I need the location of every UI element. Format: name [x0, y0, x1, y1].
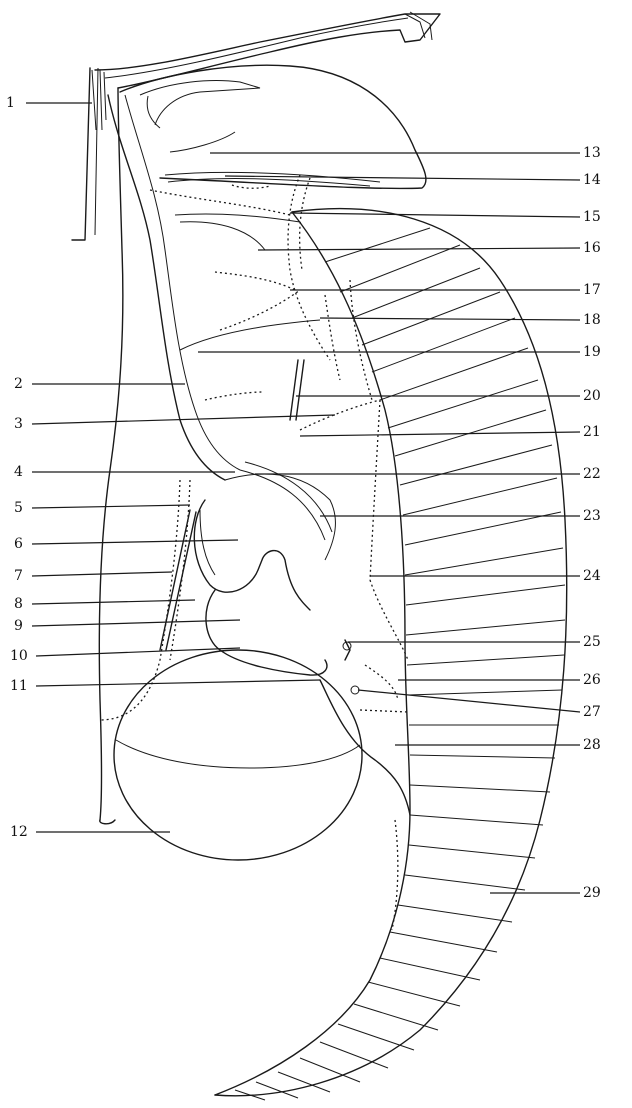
label-21: 21: [300, 424, 601, 440]
stalk-left: [72, 68, 90, 240]
label-text-5: 5: [14, 500, 23, 516]
label-2: 2: [14, 376, 185, 392]
label-text-28: 28: [583, 737, 601, 753]
label-text-1: 1: [6, 95, 15, 111]
label-text-17: 17: [583, 282, 601, 298]
label-text-19: 19: [583, 344, 601, 360]
label-3: 3: [14, 415, 335, 432]
label-text-3: 3: [14, 416, 23, 432]
label-16: 16: [258, 240, 601, 256]
labels-right: 13 14 15 16 17 18 19 20: [198, 145, 601, 901]
label-text-29: 29: [583, 885, 601, 901]
label-27: 27: [358, 690, 601, 720]
organ-upper: [194, 500, 310, 610]
label-text-14: 14: [583, 172, 601, 188]
label-text-23: 23: [583, 508, 601, 524]
label-7: 7: [14, 568, 172, 584]
label-text-24: 24: [583, 568, 601, 584]
label-5: 5: [14, 500, 190, 516]
label-12: 12: [10, 824, 170, 840]
label-text-20: 20: [583, 388, 601, 404]
label-text-11: 11: [10, 678, 28, 694]
dorsal-appendage: [95, 14, 440, 88]
label-28: 28: [395, 737, 601, 753]
label-13: 13: [210, 145, 601, 161]
central-stem: [108, 95, 225, 480]
left-body-wall: [99, 88, 123, 820]
labels-left: 1 2 3 4 5 6 7 8: [6, 95, 335, 840]
body-outlines: [72, 12, 567, 1100]
label-17: 17: [290, 282, 601, 298]
label-text-10: 10: [10, 648, 28, 664]
label-text-2: 2: [14, 376, 23, 392]
label-19: 19: [198, 344, 601, 360]
label-text-13: 13: [583, 145, 601, 161]
label-text-4: 4: [14, 464, 23, 480]
label-15: 15: [290, 209, 601, 225]
label-4: 4: [14, 464, 235, 480]
abdomen-outer: [215, 209, 567, 1096]
carapace: [120, 65, 426, 188]
label-text-16: 16: [583, 240, 601, 256]
label-text-15: 15: [583, 209, 601, 225]
label-1: 1: [6, 95, 92, 111]
label-text-25: 25: [583, 634, 601, 650]
label-text-26: 26: [583, 672, 601, 688]
label-20: 20: [296, 388, 601, 404]
label-11: 11: [10, 678, 320, 694]
label-text-21: 21: [583, 424, 601, 440]
label-text-27: 27: [583, 704, 601, 720]
label-text-9: 9: [14, 618, 23, 634]
label-text-12: 12: [10, 824, 28, 840]
abdomen-inner: [215, 212, 410, 1095]
dotted-tracts: [100, 175, 408, 930]
label-10: 10: [10, 648, 240, 664]
label-25: 25: [348, 634, 601, 650]
label-text-6: 6: [14, 536, 23, 552]
label-26: 26: [398, 672, 601, 688]
abdomen-segments: [235, 228, 565, 1100]
label-23: 23: [320, 508, 601, 524]
label-text-18: 18: [583, 312, 601, 328]
organ-lower: [206, 590, 327, 675]
label-text-7: 7: [14, 568, 23, 584]
label-text-8: 8: [14, 596, 23, 612]
label-text-22: 22: [583, 466, 601, 482]
